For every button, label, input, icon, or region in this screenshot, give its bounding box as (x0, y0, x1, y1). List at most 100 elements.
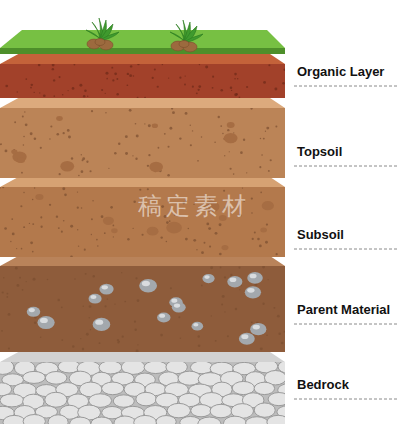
speckle (251, 212, 253, 214)
pebble (202, 274, 214, 283)
pebble-shine (204, 275, 209, 279)
speckle (133, 228, 134, 229)
speckle (22, 289, 24, 291)
speckle (111, 67, 113, 69)
speckle (147, 188, 149, 190)
stone (191, 405, 212, 417)
speckle (160, 334, 163, 337)
pebble (93, 318, 111, 331)
speckle (34, 137, 36, 139)
speckle (219, 223, 222, 226)
speckle (25, 281, 26, 282)
speckle (129, 74, 132, 77)
speckle (137, 299, 140, 302)
speckle (4, 227, 7, 230)
stone (3, 415, 26, 424)
speckle (136, 350, 139, 352)
speckle (220, 267, 222, 269)
speckle (185, 112, 188, 115)
speckle (5, 149, 8, 152)
speckle (8, 347, 10, 349)
speckle (83, 95, 86, 98)
speckle (8, 313, 11, 316)
speckle (79, 84, 82, 87)
layer-label: Subsoil (297, 227, 344, 243)
speckle (97, 245, 99, 247)
speckle (214, 141, 216, 143)
speckle (62, 187, 65, 190)
speckle (212, 87, 214, 89)
speckle (235, 308, 237, 310)
layer-label: Topsoil (297, 144, 342, 160)
layer-label: Organic Layer (297, 64, 384, 80)
stone (223, 416, 246, 424)
speckle (268, 170, 270, 172)
speckle (220, 89, 223, 92)
pebble-shine (247, 288, 254, 293)
speckle (49, 138, 50, 139)
speckle (89, 305, 92, 308)
stone (23, 371, 46, 383)
speckle (34, 187, 35, 188)
layer-front (0, 187, 285, 257)
pebble (103, 217, 114, 225)
stone (198, 417, 221, 424)
speckle (250, 108, 252, 110)
speckle (63, 132, 65, 134)
speckle (172, 111, 175, 114)
speckle (61, 307, 63, 309)
speckle (284, 331, 285, 333)
speckle (0, 143, 2, 145)
speckle (230, 87, 232, 89)
speckle (167, 174, 170, 177)
speckle (113, 236, 114, 237)
speckle (49, 204, 51, 206)
stone (45, 392, 67, 407)
speckle (11, 218, 13, 220)
stone (48, 415, 68, 424)
speckle (144, 123, 145, 124)
speckle (67, 129, 70, 132)
pebble (191, 322, 203, 331)
pebble (89, 294, 102, 304)
speckle (137, 344, 138, 345)
speckle (259, 245, 262, 248)
speckle (40, 216, 42, 218)
speckle (283, 68, 285, 71)
speckle (72, 87, 75, 90)
speckle (87, 96, 88, 97)
speckle (233, 173, 235, 175)
leader-line (294, 166, 397, 167)
speckle (224, 311, 225, 312)
speckle (116, 93, 119, 96)
speckle (152, 77, 154, 79)
speckle (16, 284, 19, 287)
speckle (118, 143, 120, 145)
speckle (215, 232, 218, 235)
pebble (260, 228, 267, 233)
speckle (144, 97, 146, 98)
pebble (152, 123, 158, 128)
speckle (38, 64, 41, 66)
stone (0, 394, 24, 407)
speckle (222, 295, 225, 298)
speckle (23, 226, 25, 228)
pebble-shine (142, 281, 150, 286)
speckle (16, 248, 17, 249)
speckle (171, 108, 173, 110)
speckle (260, 192, 262, 194)
speckle (254, 232, 256, 234)
speckle (190, 144, 192, 146)
speckle (0, 187, 1, 188)
speckle (243, 139, 245, 141)
plant (86, 18, 119, 50)
speckle (34, 321, 37, 324)
speckle (133, 200, 136, 203)
stone (114, 416, 136, 424)
speckle (201, 136, 203, 138)
speckle (43, 94, 46, 97)
speckle (205, 65, 208, 68)
speckle (114, 72, 117, 75)
speckle (180, 337, 181, 338)
stone (144, 362, 167, 374)
